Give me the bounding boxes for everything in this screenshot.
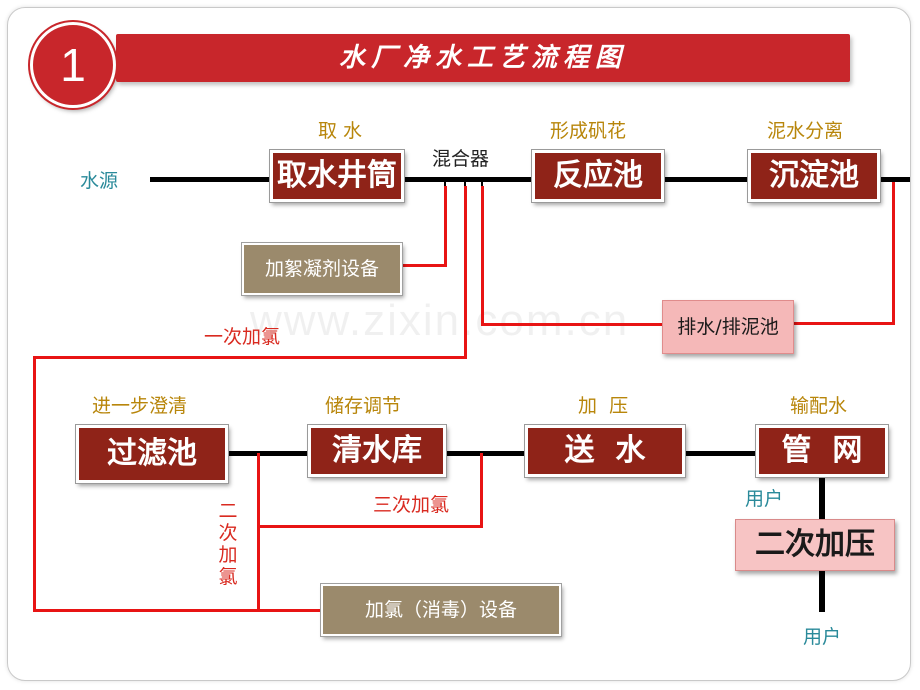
- page-title: 水厂净水工艺流程图: [338, 43, 627, 73]
- main-line-row1: [150, 177, 910, 182]
- drain-line-v-right: [892, 182, 895, 325]
- user-label-2: 用户: [803, 626, 842, 648]
- drain-line-h-right: [792, 322, 895, 325]
- slide-number-badge: 1: [30, 22, 116, 108]
- slide-frame: [7, 7, 911, 681]
- chlor1-line-v-left: [33, 356, 36, 612]
- coagulant-line-v: [444, 186, 447, 266]
- drain-sludge-tank-box: 排水/排泥池: [662, 300, 794, 354]
- mixer-tick-1: [444, 177, 446, 187]
- clear-water-reservoir-box: 清水库: [307, 424, 447, 478]
- chlor3-line-h: [257, 525, 483, 528]
- mixer-tick-2: [464, 177, 466, 187]
- coagulant-line-h: [400, 264, 447, 267]
- third-chlorination-label: 三次加氯: [373, 494, 450, 516]
- pipe-to-booster-line: [819, 476, 825, 520]
- main-line-row2: [228, 451, 768, 456]
- pipe-network-box: 管 网: [755, 424, 889, 478]
- chlor3-line-v: [480, 453, 483, 528]
- stage-label-reaction: 形成矾花: [550, 120, 627, 142]
- stage-label-pipe: 输配水: [790, 395, 848, 417]
- stage-label-pump: 加 压: [578, 395, 629, 417]
- water-source-label: 水源: [80, 170, 119, 192]
- mixer-label: 混合器: [432, 148, 490, 170]
- mixer-tick-3: [481, 177, 483, 187]
- reaction-tank-box: 反应池: [531, 149, 665, 203]
- chlor1-line-h: [33, 356, 467, 359]
- stage-label-clearwater: 储存调节: [325, 395, 402, 417]
- booster-to-user-line: [819, 568, 825, 612]
- drain-line-h-left: [481, 323, 663, 326]
- stage-label-intake: 取 水: [318, 120, 363, 142]
- user-label-1: 用户: [745, 488, 784, 510]
- water-pump-box: 送 水: [524, 424, 686, 478]
- watermark: www.zixin.com.cn: [250, 296, 630, 345]
- chlorine-bottom-line: [33, 609, 323, 612]
- intake-well-box: 取水井筒: [269, 149, 405, 203]
- chlor1-line-v-top: [464, 186, 467, 358]
- title-bar: 水厂净水工艺流程图: [116, 34, 850, 82]
- drain-line-v-left: [481, 186, 484, 326]
- second-chlorination-label: 二次加氯: [218, 500, 238, 588]
- filter-tank-box: 过滤池: [75, 424, 229, 484]
- coagulant-equipment-box: 加絮凝剂设备: [241, 242, 403, 296]
- chlor2-line-v: [257, 453, 260, 611]
- stage-label-sedimentation: 泥水分离: [767, 120, 844, 142]
- sedimentation-tank-box: 沉淀池: [747, 149, 881, 203]
- chlorine-disinfection-equipment-box: 加氯（消毒）设备: [320, 583, 562, 637]
- first-chlorination-label: 一次加氯: [204, 326, 281, 348]
- stage-label-filter: 进一步澄清: [92, 395, 188, 417]
- secondary-booster-box: 二次加压: [735, 519, 895, 571]
